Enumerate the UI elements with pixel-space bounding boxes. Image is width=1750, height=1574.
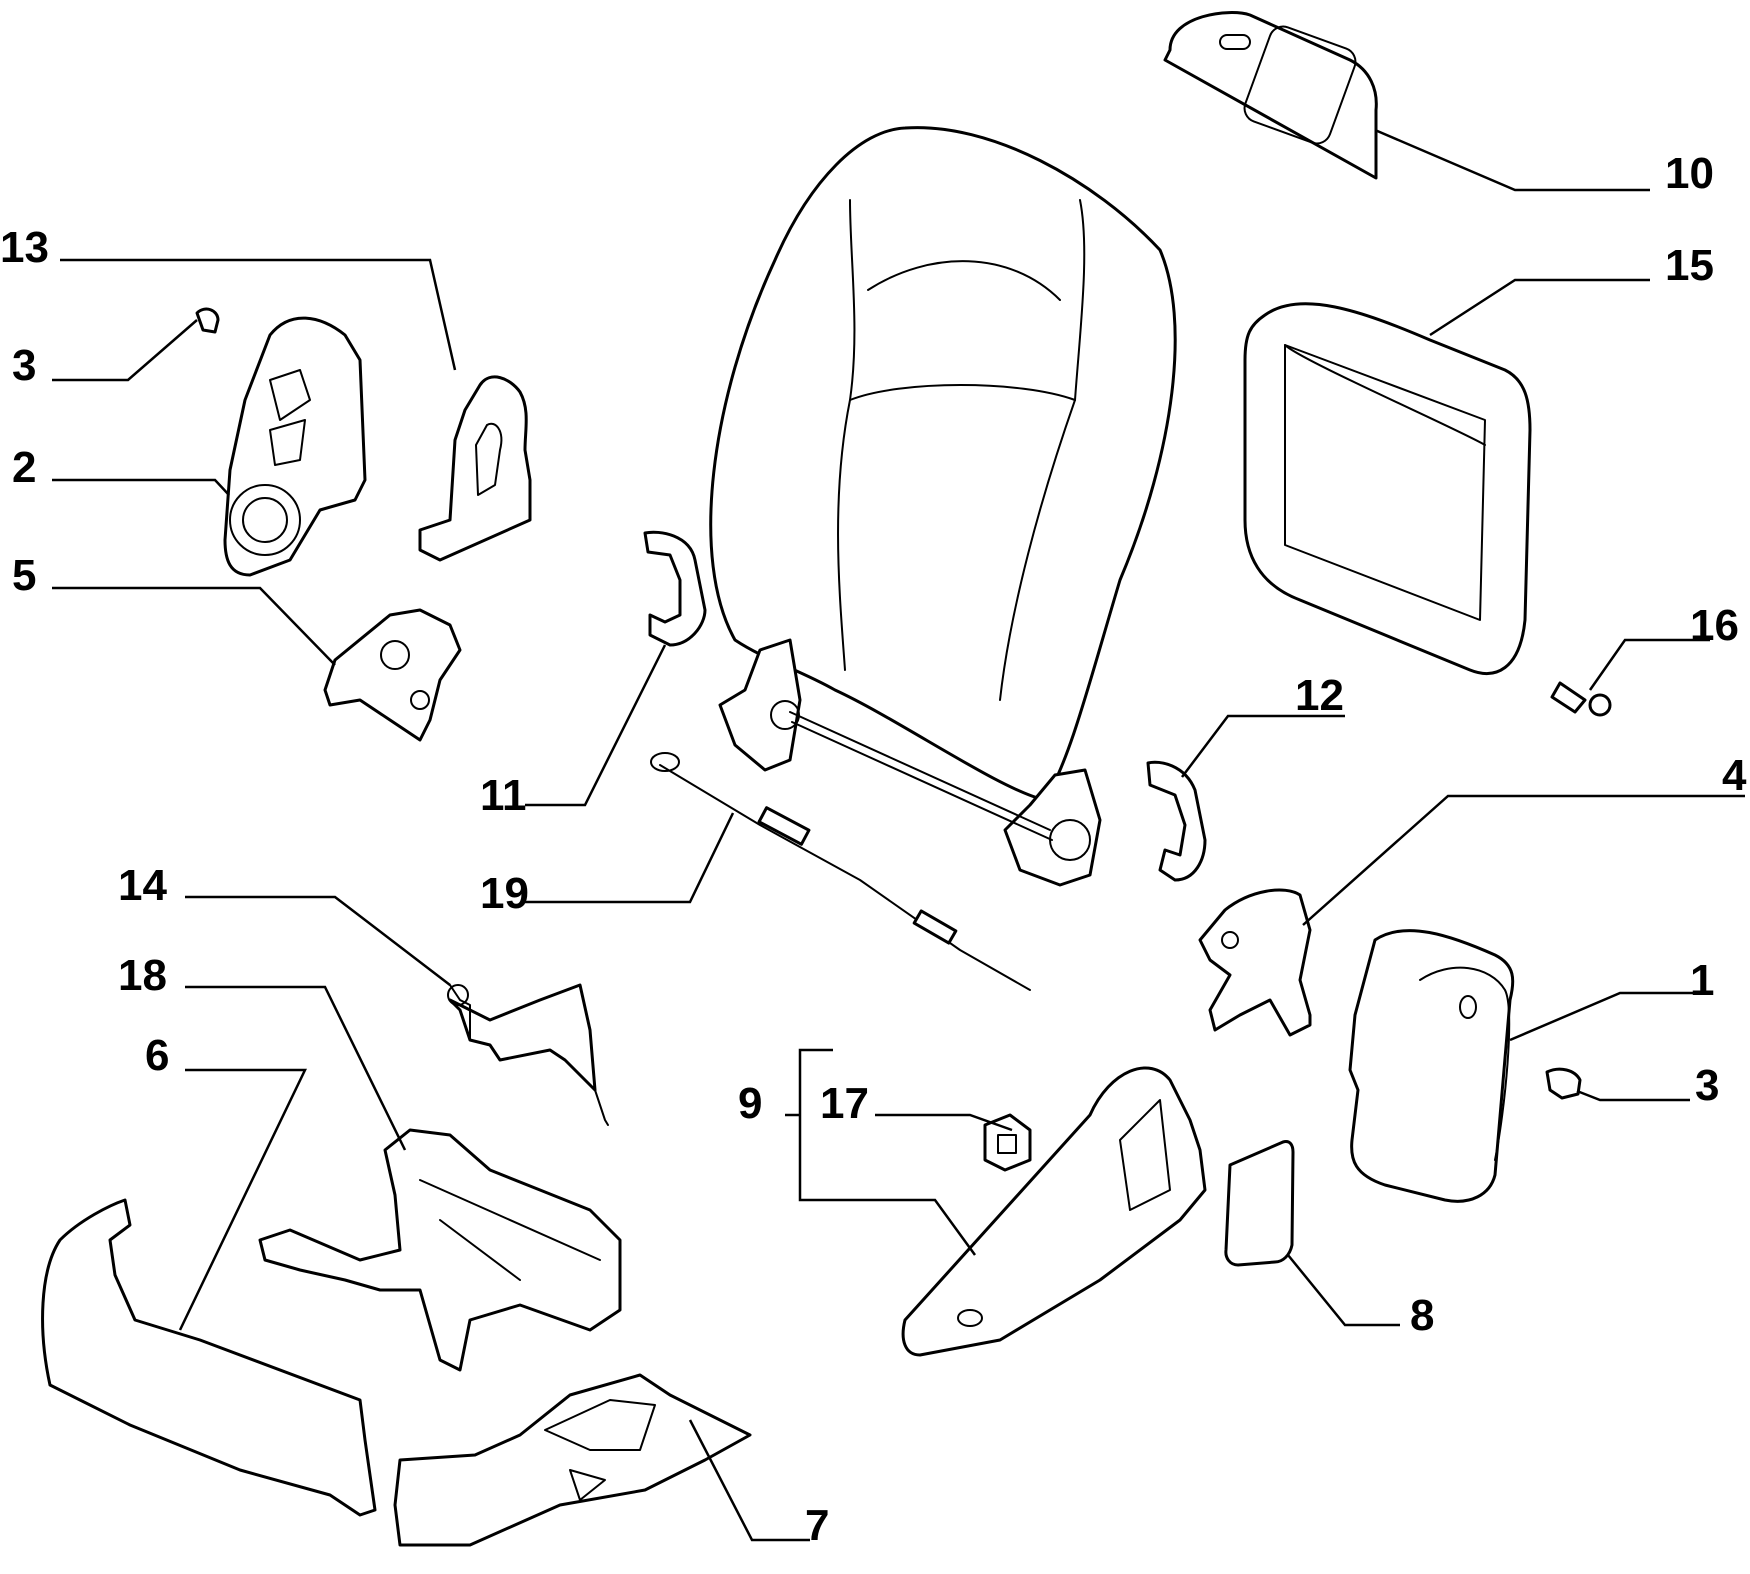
callout-6: 6 [145, 1031, 169, 1080]
callout-8: 8 [1410, 1291, 1434, 1340]
callout-labels: 10 15 16 12 4 1 3 8 17 9 11 19 14 18 6 7… [0, 149, 1747, 1550]
part-7-rear-trim [393, 1373, 752, 1547]
part-12-clip [1146, 760, 1207, 882]
part-8-trim-cap [1224, 1140, 1295, 1267]
part-2-side-plate [223, 316, 367, 577]
part-4-mechanism-cover [1198, 888, 1312, 1037]
callout-3-right: 3 [1695, 1061, 1719, 1110]
seat-frame [718, 638, 1102, 887]
callout-10: 10 [1665, 149, 1714, 198]
leader-lines [52, 128, 1745, 1542]
part-14-bracket [447, 983, 609, 1126]
part-15-back-panel [1243, 302, 1532, 675]
part-17-grommet [983, 1113, 1032, 1172]
callout-4: 4 [1722, 751, 1747, 800]
part-16-screw [1550, 681, 1612, 717]
callout-3-left: 3 [12, 341, 36, 390]
adjuster-cable [650, 752, 1031, 991]
callout-18: 18 [118, 951, 167, 1000]
callout-17: 17 [820, 1079, 869, 1128]
part-11-clip [643, 530, 707, 647]
callout-9: 9 [738, 1079, 762, 1128]
callout-19: 19 [480, 869, 529, 918]
part-1-side-cover [1348, 929, 1515, 1203]
callout-13: 13 [0, 223, 49, 272]
callout-16: 16 [1690, 601, 1739, 650]
callout-12: 12 [1295, 671, 1344, 720]
part-5-pivot-cover [323, 608, 462, 742]
callout-15: 15 [1665, 241, 1714, 290]
part-3-clip-left [195, 307, 220, 334]
part-18-base-frame [258, 1128, 622, 1372]
callout-11: 11 [480, 771, 527, 820]
callout-2: 2 [12, 443, 36, 492]
seat-backrest [709, 126, 1177, 802]
part-13-bracket [418, 375, 532, 562]
part-9-lever-housing [901, 1066, 1207, 1357]
callout-5: 5 [12, 551, 36, 600]
callout-14: 14 [118, 861, 167, 910]
part-6-front-trim [41, 1198, 377, 1517]
callout-1: 1 [1690, 956, 1714, 1005]
part-10-panel [1163, 11, 1378, 180]
callout-7: 7 [805, 1501, 829, 1550]
part-3-clip-right [1545, 1067, 1582, 1100]
